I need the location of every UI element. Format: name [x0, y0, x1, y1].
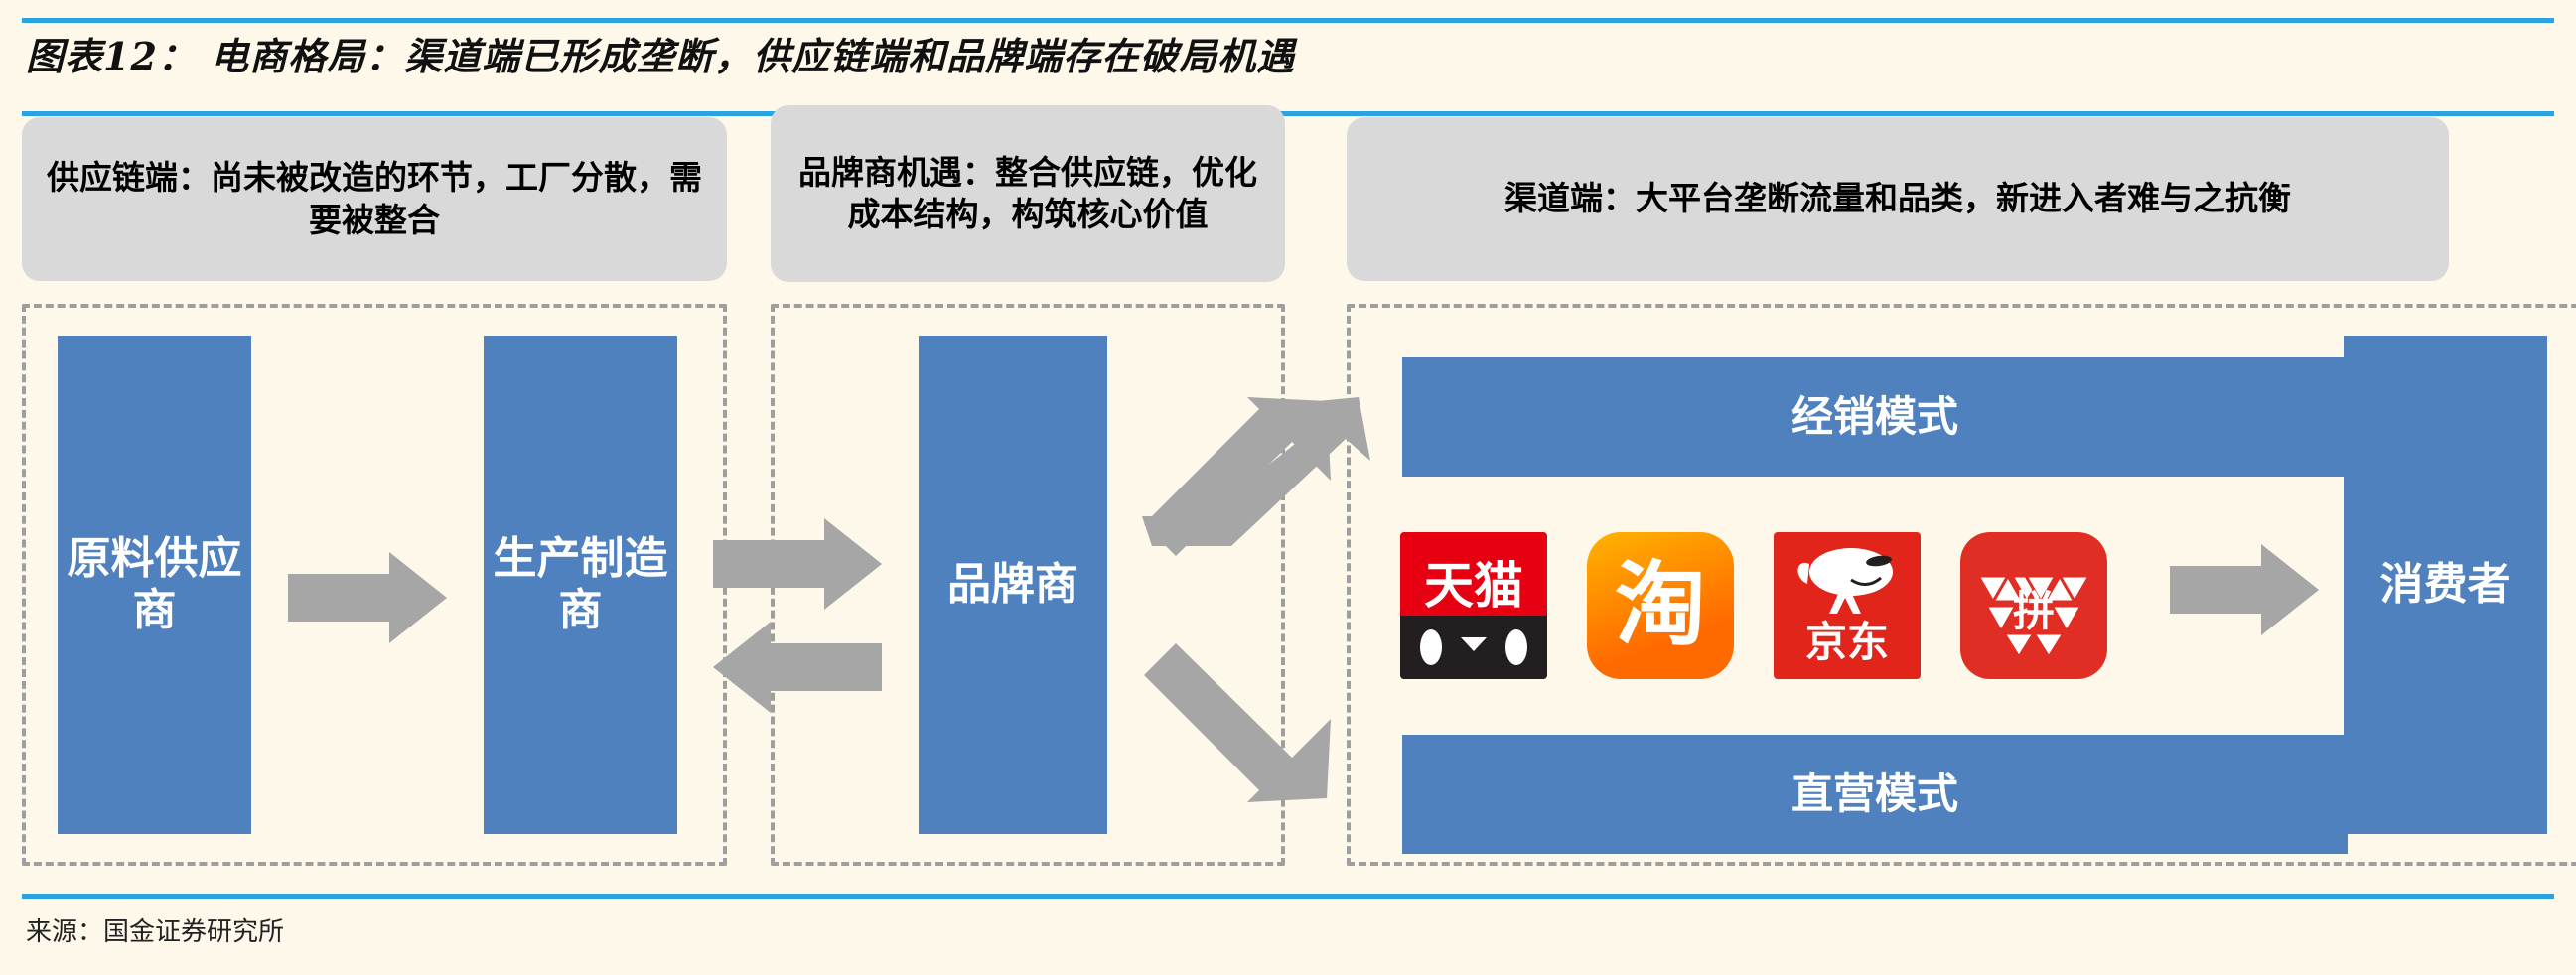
title-underline-rule: [22, 111, 2554, 116]
tmall-logo-icon[interactable]: 天猫: [1400, 532, 1547, 679]
taobao-logo-icon[interactable]: 淘: [1587, 532, 1734, 679]
node-direct-sales-model: 直营模式: [1402, 735, 2348, 854]
pinduoduo-logo-label: 拼: [2012, 587, 2055, 635]
callout-channel-side: 渠道端：大平台垄断流量和品类，新进入者难与之抗衡: [1347, 117, 2449, 281]
taobao-logo-label: 淘: [1614, 552, 1706, 658]
pinduoduo-logo-icon[interactable]: 拼: [1960, 532, 2107, 679]
pinduoduo-heart-icon: [1975, 572, 2092, 660]
callout-supply-chain: 供应链端：尚未被改造的环节，工厂分散，需要被整合: [22, 117, 727, 281]
callout-brand-opportunity: 品牌商机遇：整合供应链，优化成本结构，构筑核心价值: [771, 105, 1285, 282]
jd-logo-label: 京东: [1804, 618, 1889, 666]
arrow-brand-to-direct-icon: [1142, 643, 1370, 802]
tmall-cat-face-icon: [1400, 616, 1547, 679]
node-consumer: 消费者: [2344, 336, 2547, 834]
arrow-manufacturer-to-brand-icon: [713, 518, 882, 610]
tmall-logo-label: 天猫: [1424, 557, 1523, 615]
jd-dog-mascot-icon: [1797, 548, 1893, 614]
bottom-accent-rule: [22, 894, 2554, 899]
node-distribution-model: 经销模式: [1402, 357, 2348, 477]
node-manufacturer: 生产制造商: [484, 336, 677, 834]
arrow-channel-to-consumer-icon: [2170, 544, 2319, 635]
node-raw-material-supplier: 原料供应商: [58, 336, 251, 834]
group-frame-channel: [1347, 304, 2576, 866]
arrow-raw-to-manufacturer-icon: [288, 552, 447, 643]
platform-logo-row: 天猫 淘 京东: [1400, 532, 2107, 679]
node-brand-owner: 品牌商: [919, 336, 1107, 834]
jd-logo-icon[interactable]: 京东: [1774, 532, 1921, 679]
source-note: 来源：国金证券研究所: [26, 917, 285, 947]
top-accent-rule: [22, 18, 2554, 23]
arrow-brand-to-manufacturer-icon: [713, 622, 882, 713]
arrow-brand-to-distribution-icon: [1142, 397, 1370, 556]
page-title: 图表12： 电商格局：渠道端已形成垄断，供应链端和品牌端存在破局机遇: [26, 34, 1296, 78]
